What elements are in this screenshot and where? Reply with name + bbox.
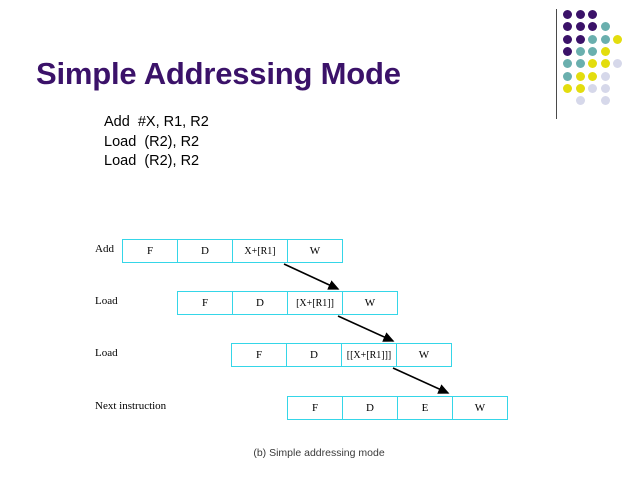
logo-dot-teal [588, 46, 598, 56]
logo-dot-pale [575, 96, 585, 106]
instruction-line: Add #X, R1, R2 [104, 114, 209, 130]
logo-dot-pale [600, 83, 610, 93]
pipeline-stage-cell: W [453, 396, 508, 420]
logo-dot-yellow [575, 71, 585, 81]
logo-dot-purple [563, 10, 572, 19]
pipeline-stage-cell: [X+[R1]] [288, 291, 343, 315]
pipeline-stage-cell: D [178, 239, 233, 263]
logo-dot-purple [575, 34, 585, 44]
pipeline-stage-cell: W [288, 239, 343, 263]
logo-dot-purple [575, 10, 585, 19]
pipeline-stage-cell: F [123, 239, 178, 263]
pipeline-stage-cell: F [232, 343, 287, 367]
logo-dot-pale [600, 96, 610, 106]
logo-dot-pale [588, 83, 598, 93]
logo-dot-purple [563, 22, 572, 32]
logo-dot-purple [563, 46, 572, 56]
logo-dot-pale [600, 71, 610, 81]
logo-dot-teal [600, 22, 610, 32]
logo-dot-yellow [588, 71, 598, 81]
pipeline-row-label: Load [95, 347, 118, 359]
logo-dot-teal [600, 34, 610, 44]
pipeline-row-label: Add [95, 243, 114, 255]
pipeline-stage-cell: D [287, 343, 342, 367]
logo-dot-teal [563, 71, 572, 81]
logo-dot-yellow [613, 34, 623, 44]
logo-dot-purple [575, 22, 585, 32]
logo-dot-yellow [563, 83, 572, 93]
logo-dot-pale [613, 59, 623, 69]
pipeline-stage-cell: X+[R1] [233, 239, 288, 263]
logo-dot-yellow [588, 59, 598, 69]
pipeline-stage-cell: F [288, 396, 343, 420]
logo-dot-yellow [600, 59, 610, 69]
logo-dot-teal [575, 46, 585, 56]
logo-dot-yellow [600, 46, 610, 56]
logo-dot-purple [563, 34, 572, 44]
pipeline-row-label: Next instruction [95, 400, 167, 412]
pipeline-stage-cell: W [397, 343, 452, 367]
logo-divider-line [556, 9, 557, 119]
pipeline-stage-cell: D [343, 396, 398, 420]
pipeline-stage-cell: W [343, 291, 398, 315]
logo-dot-yellow [575, 83, 585, 93]
instruction-line: Load (R2), R2 [104, 153, 200, 169]
logo-dot-teal [563, 59, 572, 69]
page-title: Simple Addressing Mode [36, 56, 401, 91]
pipeline-row-label: Load [95, 295, 118, 307]
logo-dot-teal [575, 59, 585, 69]
pipeline-stage-cell: F [178, 291, 233, 315]
logo-dot-teal [588, 34, 598, 44]
pipeline-stage-cell: D [233, 291, 288, 315]
pipeline-stage-cell: E [398, 396, 453, 420]
instruction-line: Load (R2), R2 [104, 133, 200, 150]
pipeline-stage-cell: [[X+[R1]]] [342, 343, 397, 367]
diagram-caption: (b) Simple addressing mode [253, 447, 385, 459]
logo-dot-purple [588, 22, 598, 32]
logo-dot-purple [588, 10, 598, 19]
instruction-listing: Add #X, R1, R2 Load (R2), R2 Load (R2), … [104, 113, 209, 172]
dot-grid-logo [563, 10, 633, 110]
